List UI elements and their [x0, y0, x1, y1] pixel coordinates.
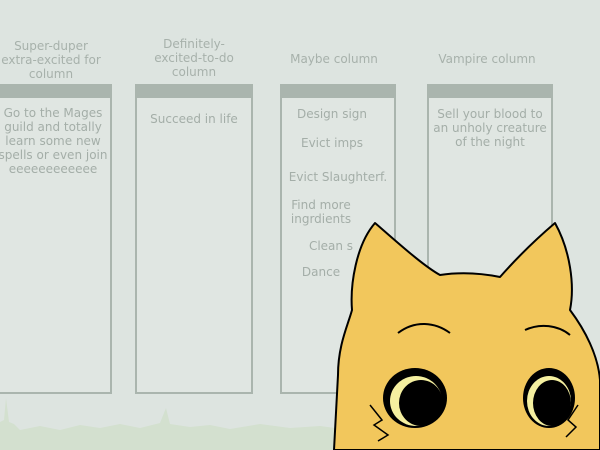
column-item[interactable]: Sell your blood to an unholy creature of…: [433, 107, 547, 149]
cat-icon[interactable]: [330, 215, 600, 450]
column-item[interactable]: Design sign: [296, 107, 368, 121]
column-item[interactable]: Evict Slaughterf.: [288, 170, 388, 184]
column-header-vampire: Vampire column: [438, 52, 536, 66]
column-item[interactable]: Go to the Mages guild and totally learn …: [0, 106, 108, 176]
column-super-duper[interactable]: Go to the Mages guild and totally learn …: [0, 84, 112, 394]
column-item[interactable]: Evict imps: [300, 136, 364, 150]
column-item[interactable]: Find more ingrdients: [290, 198, 352, 226]
column-header-maybe: Maybe column: [290, 52, 378, 66]
column-definitely[interactable]: Succeed in life: [135, 84, 253, 394]
column-item[interactable]: Clean s: [308, 239, 354, 253]
column-item[interactable]: Dance: [301, 265, 341, 279]
column-header-definitely: Definitely-excited-to-do column: [154, 37, 234, 79]
column-header-super-duper: Super-duper extra-excited for column: [1, 39, 101, 81]
column-item[interactable]: Succeed in life: [150, 112, 238, 126]
